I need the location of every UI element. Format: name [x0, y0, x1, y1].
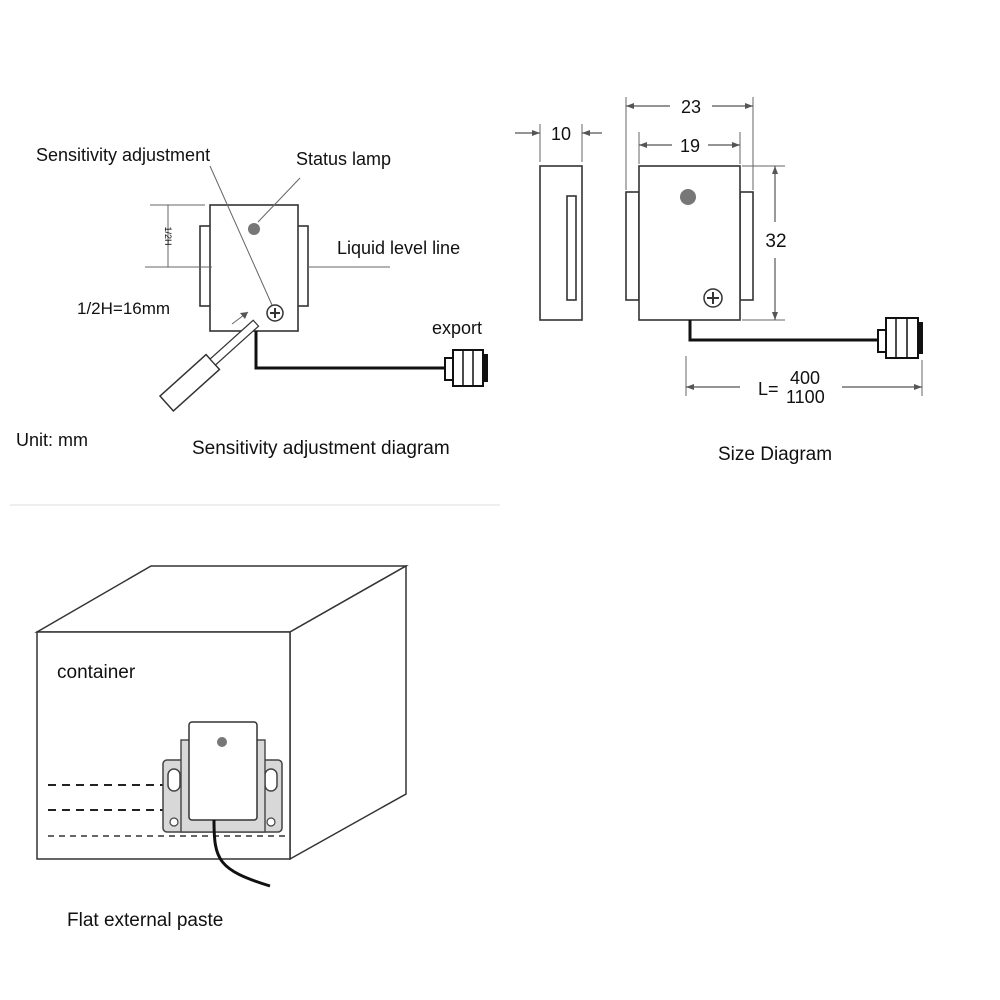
installed-cable	[212, 819, 271, 888]
adjustment-diagram-caption: Sensitivity adjustment diagram	[192, 438, 450, 459]
status-lamp-leader-line	[257, 177, 301, 223]
export-label: export	[432, 318, 482, 338]
width-outer-arrowhead-left	[626, 103, 634, 109]
unit-label: Unit: mm	[16, 430, 88, 450]
bracket-slot-left	[167, 768, 181, 792]
half-h-label: 1/2H=16mm	[77, 299, 170, 318]
sensor-front-view	[638, 165, 741, 321]
thickness-dim-label: 10	[551, 124, 571, 144]
sensitivity-adjustment-label: Sensitivity adjustment	[36, 145, 210, 165]
height-arrowhead-top	[772, 166, 778, 174]
length-arrowhead-left	[686, 384, 694, 390]
screwdriver-icon	[158, 319, 260, 412]
container-label: container	[57, 662, 136, 683]
height-arrowhead-bottom	[772, 312, 778, 320]
size-connector-icon	[885, 317, 919, 359]
installed-status-lamp-icon	[217, 737, 227, 747]
connector-tab	[483, 354, 488, 382]
installation-caption: Flat external paste	[67, 910, 223, 931]
length-value-b: 1100	[786, 387, 825, 407]
adjustment-diagram: 1/2H Sensitivity adjustment Status lamp …	[16, 145, 488, 459]
installed-sensor	[188, 721, 258, 821]
installation-diagram: container Flat external paste	[34, 564, 409, 931]
status-lamp-label: Status lamp	[296, 149, 391, 169]
length-arrowhead-right	[914, 384, 922, 390]
length-prefix-label: L=	[758, 379, 779, 399]
size-connector-neck	[877, 329, 887, 353]
thickness-arrowhead-left	[532, 130, 540, 136]
bracket-slot-right	[264, 768, 278, 792]
sensor-cable	[254, 331, 445, 370]
connector-neck	[444, 357, 454, 381]
front-left-flange	[625, 191, 640, 301]
thickness-arrowhead-right	[582, 130, 590, 136]
size-connector-tab	[918, 322, 923, 354]
bracket-hole-left	[169, 817, 179, 827]
width-outer-arrowhead-right	[745, 103, 753, 109]
length-value-a: 400	[790, 368, 820, 388]
width-inner-arrowhead-right	[732, 142, 740, 148]
height-dim-label: 32	[765, 231, 786, 252]
bracket-hole-right	[266, 817, 276, 827]
width-inner-arrowhead-left	[639, 142, 647, 148]
width-outer-dim-label: 23	[681, 97, 701, 117]
sensitivity-leader-line	[209, 165, 273, 306]
status-lamp-icon	[248, 223, 260, 235]
size-diagram: 10 23 19 32	[515, 97, 923, 465]
sensor-side-flange	[566, 195, 577, 301]
liquid-level-line-label: Liquid level line	[337, 238, 460, 258]
size-cable	[688, 320, 878, 342]
width-inner-dim-label: 19	[680, 136, 700, 156]
size-diagram-caption: Size Diagram	[718, 444, 832, 465]
half-h-vertical-label: 1/2H	[163, 226, 173, 245]
rotation-arrow-head	[240, 312, 248, 319]
front-right-flange	[739, 191, 754, 301]
front-status-lamp-icon	[680, 189, 696, 205]
connector-icon	[452, 349, 484, 387]
